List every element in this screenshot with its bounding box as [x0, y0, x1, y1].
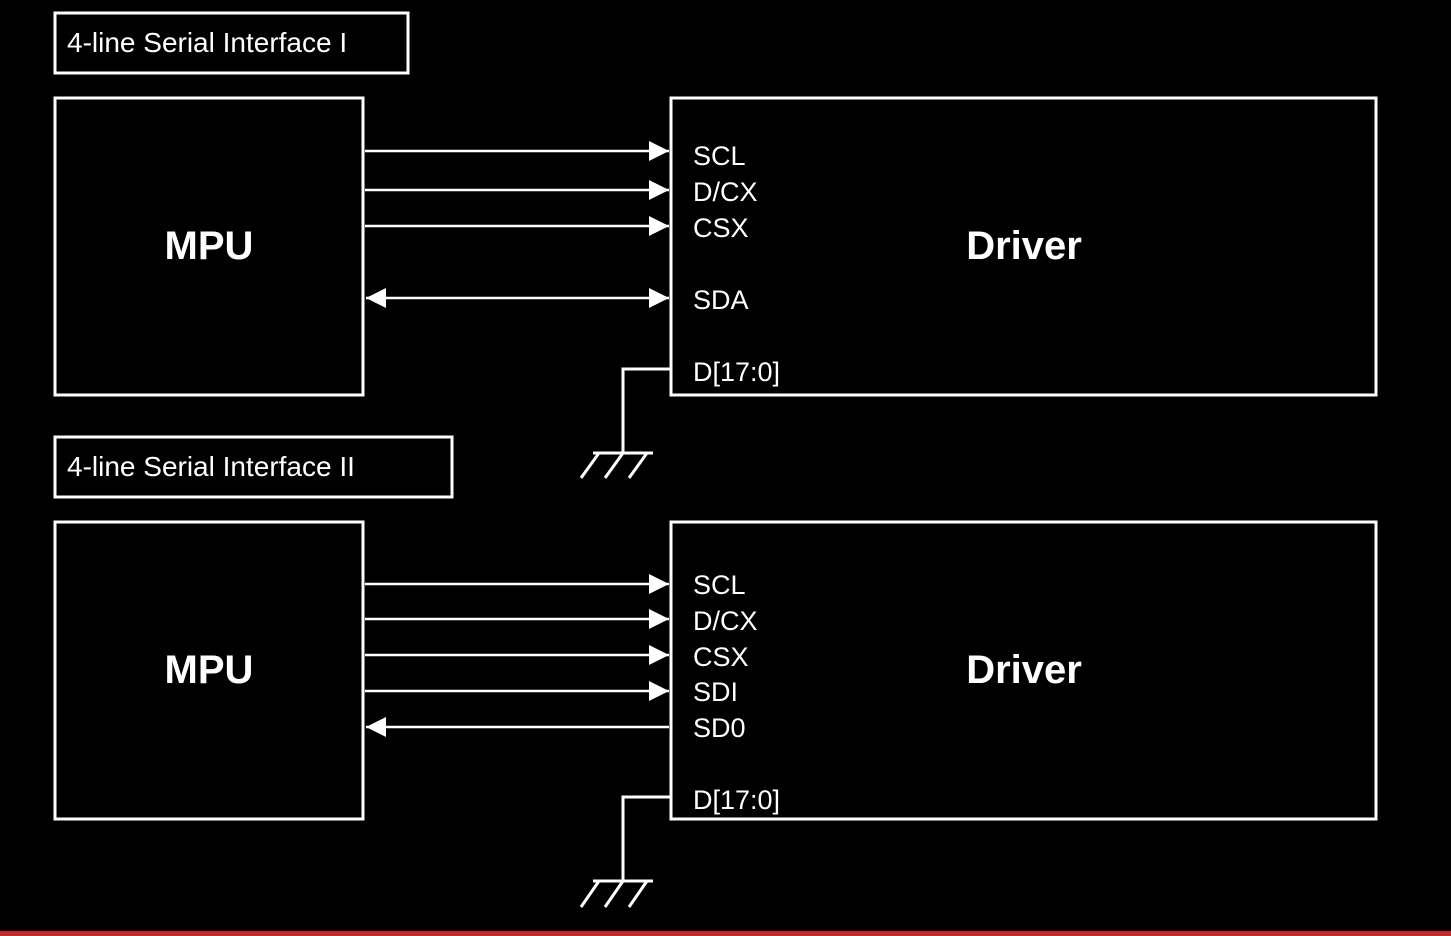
- driver-label: Driver: [966, 224, 1082, 268]
- driver-block: [669, 520, 1378, 821]
- panel-title-box: [53, 435, 454, 499]
- mpu-label: MPU: [165, 224, 254, 268]
- pin-label-csx: CSX: [693, 213, 749, 243]
- pin-label-sda: SDA: [693, 285, 749, 315]
- panel-title: 4-line Serial Interface I: [67, 27, 347, 58]
- mpu-block: [53, 96, 365, 397]
- pin-label-dcx: D/CX: [693, 606, 758, 636]
- bottom-rule: [0, 931, 1451, 936]
- mpu-label: MPU: [165, 648, 254, 692]
- panel-title: 4-line Serial Interface II: [67, 451, 355, 482]
- driver-label: Driver: [966, 648, 1082, 692]
- panel-interface-1: 4-line Serial Interface I MPU Driver SCL…: [53, 11, 1378, 479]
- mpu-block: [53, 520, 365, 821]
- pin-label-data-bus: D[17:0]: [693, 357, 780, 387]
- ground-icon: [579, 795, 671, 908]
- pin-label-dcx: D/CX: [693, 177, 758, 207]
- panel-interface-2: 4-line Serial Interface II MPU Driver SC…: [53, 435, 1378, 908]
- panel-title-box: [53, 11, 410, 75]
- pin-label-sdi: SDI: [693, 677, 738, 707]
- pin-label-scl: SCL: [693, 141, 746, 171]
- pin-label-data-bus: D[17:0]: [693, 785, 780, 815]
- pin-label-sdo: SD0: [693, 713, 746, 743]
- pin-label-csx: CSX: [693, 642, 749, 672]
- pin-label-scl: SCL: [693, 570, 746, 600]
- driver-block: [669, 96, 1378, 397]
- ground-icon: [579, 367, 671, 479]
